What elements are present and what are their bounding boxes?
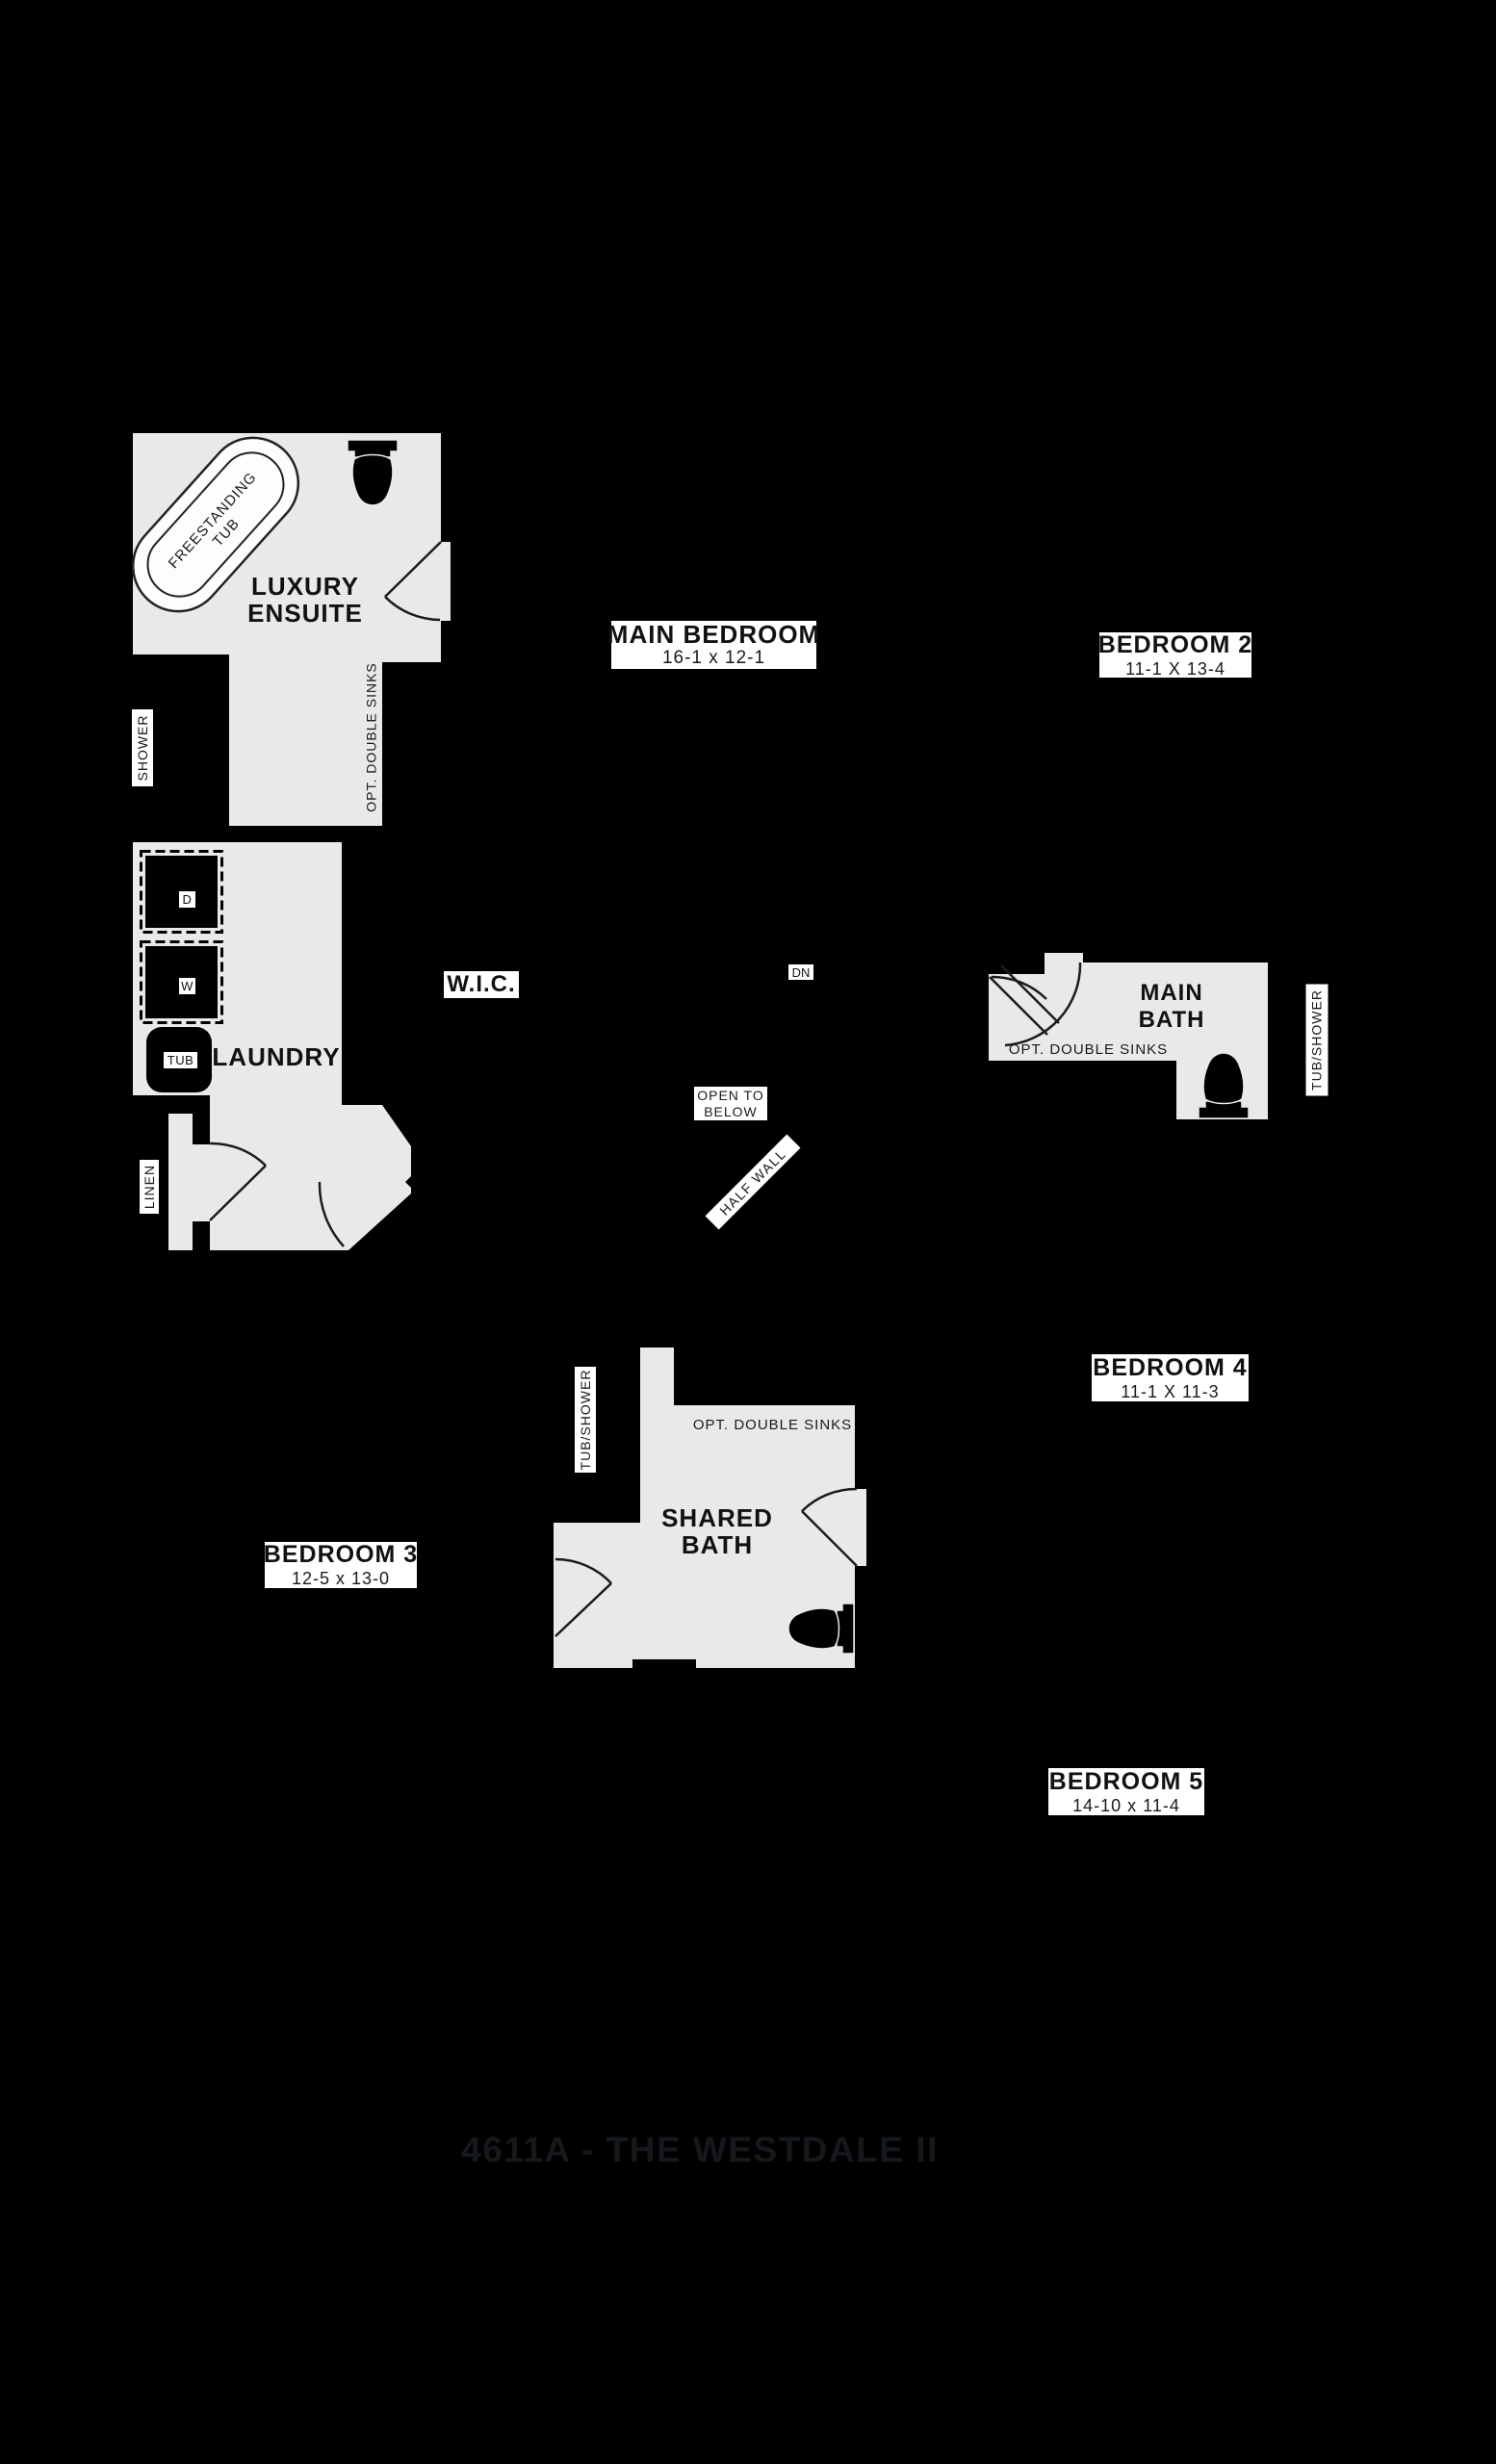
door-opening (632, 1659, 696, 1669)
room-dims: 16-1 x 12-1 (661, 648, 766, 668)
room-name: MAIN BEDROOM (606, 620, 821, 649)
shower-text: SHOWER (134, 714, 150, 782)
shared-bath-door-left (555, 1557, 612, 1637)
open-to-below-line2: BELOW (704, 1103, 758, 1119)
bedroom-2-label: BEDROOM 2 11-1 X 13-4 (1097, 630, 1253, 679)
wall-stub (193, 1221, 210, 1250)
main-bath-doors (989, 962, 1082, 1047)
tub-shower-text: TUB/SHOWER (577, 1369, 593, 1471)
dryer-label: D (179, 891, 195, 908)
room-name-line: BATH (1138, 1007, 1205, 1033)
main-bath-floor (989, 953, 1268, 1119)
opt-double-sinks-text: OPT. DOUBLE SINKS (363, 662, 378, 812)
opt-double-sinks-shared-bath-label: OPT. DOUBLE SINKS (693, 1416, 851, 1433)
open-to-below-line1: OPEN TO (697, 1087, 764, 1103)
room-name-line: MAIN (1140, 980, 1203, 1006)
room-dims: 11-1 X 13-4 (1125, 658, 1225, 679)
dryer-text: D (182, 891, 193, 907)
ensuite-door (384, 541, 442, 622)
room-name-line: BATH (681, 1530, 754, 1559)
freestanding-tub (131, 436, 300, 613)
linen-text: LINEN (141, 1164, 157, 1210)
room-name: BEDROOM 4 (1093, 1353, 1248, 1381)
room-name: BEDROOM 2 (1097, 630, 1253, 658)
shared-bath-label: SHARED BATH (640, 1504, 794, 1558)
main-bedroom-label: MAIN BEDROOM 16-1 x 12-1 (607, 621, 819, 669)
tub-shower-main-bath-label: TUB/SHOWER (1305, 984, 1328, 1096)
washer-label: W (179, 978, 195, 994)
room-name-line: LUXURY (251, 572, 359, 601)
linen-door (209, 1142, 267, 1221)
plan-title: 4611A - THE WESTDALE II (461, 2130, 939, 2169)
bedroom-5-label: BEDROOM 5 14-10 x 11-4 (1048, 1768, 1204, 1815)
toilet-icon (1198, 1052, 1250, 1119)
bedroom-4-label: BEDROOM 4 11-1 X 11-3 (1092, 1354, 1249, 1401)
toilet-icon (347, 439, 399, 506)
room-name: LAUNDRY (212, 1042, 341, 1071)
room-name: W.I.C. (447, 971, 516, 997)
hall-door (318, 1181, 345, 1247)
opt-double-sinks-ensuite-label: OPT. DOUBLE SINKS (362, 662, 381, 811)
room-name: BEDROOM 5 (1048, 1767, 1204, 1795)
toilet-icon (787, 1603, 855, 1655)
opt-double-sinks-text: OPT. DOUBLE SINKS (1008, 1040, 1169, 1058)
tub-shower-shared-bath-label: TUB/SHOWER (575, 1367, 596, 1473)
room-name-line: SHARED (661, 1503, 773, 1532)
wic-label: W.I.C. (444, 971, 519, 998)
bedroom-3-label: BEDROOM 3 12-5 x 13-0 (263, 1541, 419, 1588)
opt-double-sinks-main-bath-label: OPT. DOUBLE SINKS (1009, 1040, 1167, 1058)
room-dims: 11-1 X 11-3 (1121, 1381, 1220, 1401)
shower-label: SHOWER (132, 709, 153, 786)
laundry-tub-label: TUB (164, 1052, 197, 1068)
dn-text: DN (791, 964, 811, 980)
shared-bath-floor (554, 1348, 866, 1668)
shared-bath-door-right (801, 1487, 858, 1567)
laundry-label: LAUNDRY (209, 1043, 344, 1070)
laundry-tub-text: TUB (167, 1052, 194, 1067)
main-bath-label: MAIN BATH (1104, 980, 1239, 1034)
room-name-line: ENSUITE (247, 599, 363, 628)
laundry-hall-floor (133, 842, 411, 1250)
room-dims: 12-5 x 13-0 (291, 1569, 391, 1588)
room-name: BEDROOM 3 (263, 1541, 419, 1568)
luxury-ensuite-label: LUXURY ENSUITE (199, 573, 411, 627)
opt-double-sinks-text: OPT. DOUBLE SINKS (692, 1416, 853, 1433)
linen-label: LINEN (140, 1160, 159, 1214)
dn-stairs-label: DN (788, 964, 813, 980)
open-to-below-label: OPEN TO BELOW (694, 1087, 767, 1120)
washer-text: W (181, 978, 193, 993)
room-dims: 14-10 x 11-4 (1072, 1795, 1180, 1815)
tub-shower-text: TUB/SHOWER (1308, 989, 1325, 1091)
wall-stub (193, 1114, 210, 1144)
